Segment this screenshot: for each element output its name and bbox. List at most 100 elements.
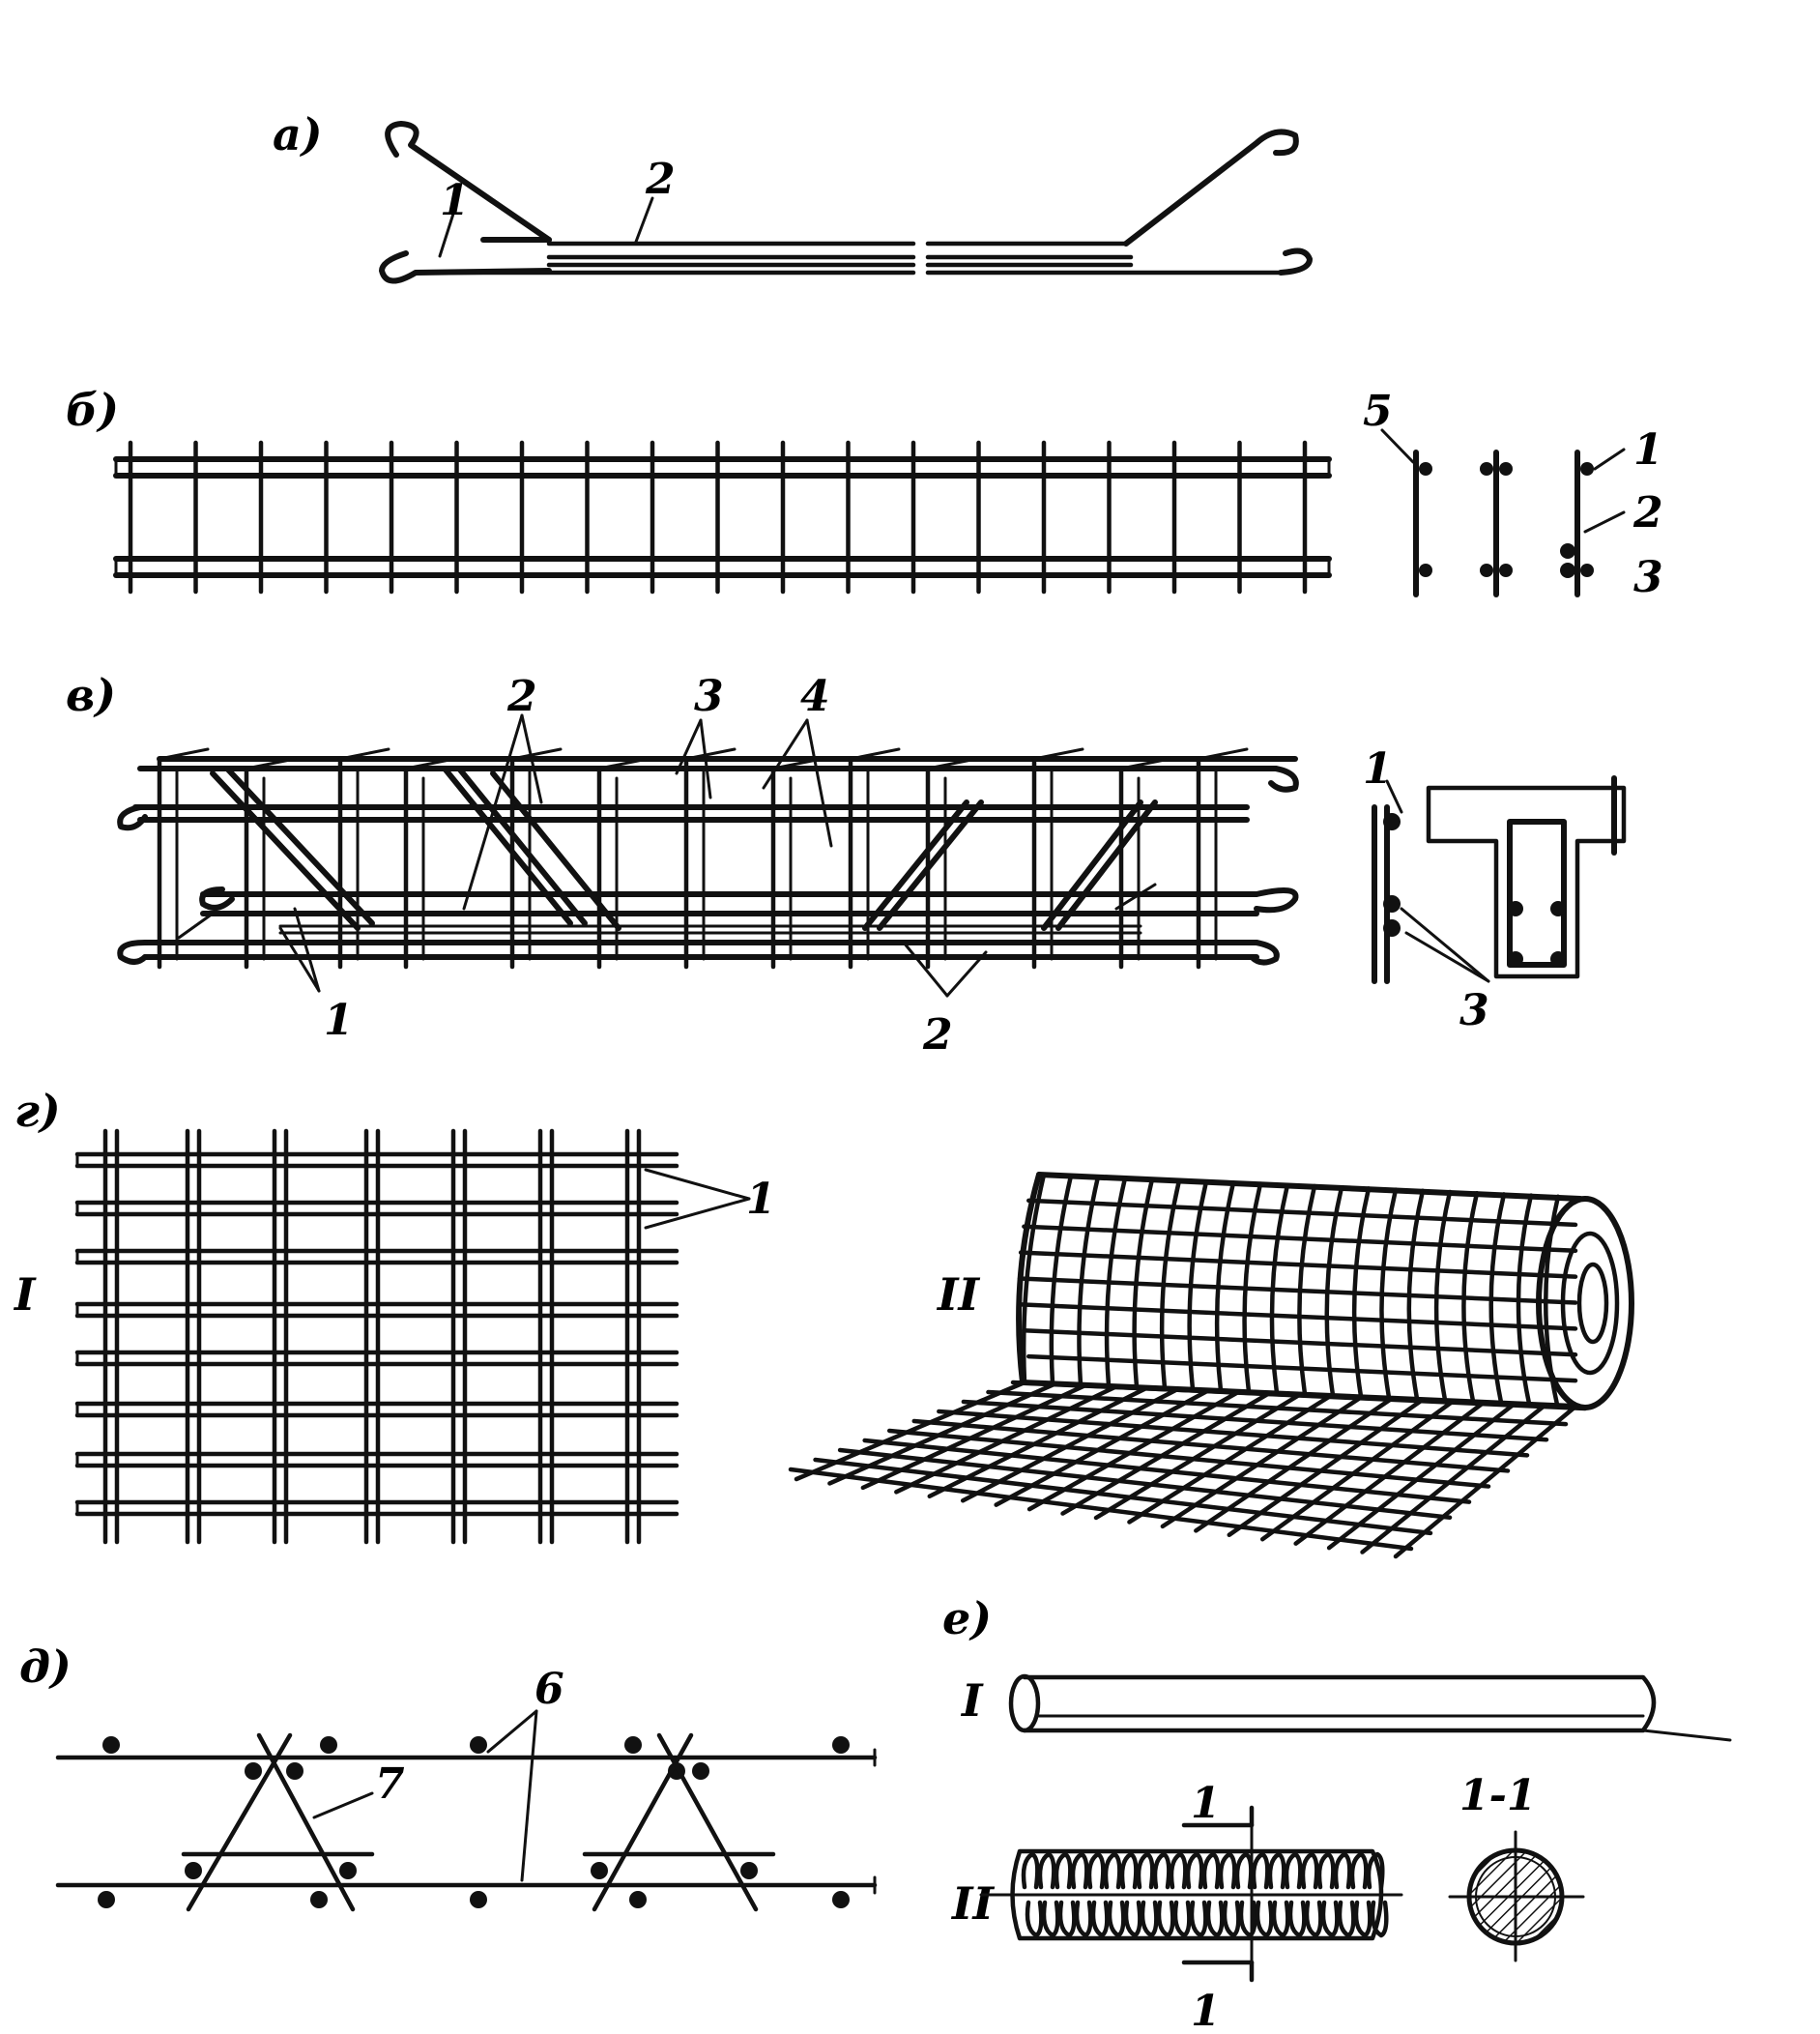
bar-rib (1320, 1900, 1340, 1938)
bar-rib (1156, 1900, 1175, 1938)
bar-rib (1201, 1851, 1221, 1890)
roll-mesh-wire (1022, 1328, 1578, 1357)
t-beam-stirrup (1507, 819, 1567, 968)
spacer-right (582, 1732, 776, 1912)
bar-rib (1234, 1851, 1254, 1890)
unrolled-mesh-wire (1194, 1396, 1395, 1533)
callout-v-1-bottom: 1 (324, 996, 354, 1045)
bar-rib (1251, 1851, 1270, 1890)
callout-d-6: 6 (534, 1665, 564, 1714)
ribbed-bar-label: II (950, 1877, 996, 1930)
roll-mesh-wire (1026, 1353, 1578, 1383)
bar-rib (1021, 1851, 1040, 1890)
bar-rib (1070, 1851, 1089, 1890)
bar-rib (1037, 1851, 1056, 1890)
callout-v-2-top: 2 (506, 672, 537, 721)
bar-rib (1337, 1900, 1356, 1938)
unrolled-mesh-wire (1293, 1400, 1487, 1546)
cage-stirrup-top (158, 747, 210, 761)
unrolled-mesh-wire (1326, 1401, 1517, 1551)
bar-rib (1136, 1851, 1155, 1890)
unrolled-mesh-wire (827, 1381, 1057, 1486)
roll-mesh-wire (1017, 1276, 1578, 1305)
section-title: 1-1 (1459, 1771, 1537, 1820)
ribbed-bar (979, 1825, 1403, 1964)
panel-g-label: г) (14, 1085, 61, 1137)
bar-rib (1090, 1900, 1110, 1938)
callout-v-section-1: 1 (1363, 744, 1393, 794)
bar-rib (1316, 1851, 1336, 1890)
section-mark-top: 1 (1191, 1779, 1221, 1828)
panel-a-label: а) (273, 108, 323, 160)
bar-rib (1353, 1900, 1372, 1938)
flat-mesh (74, 1128, 679, 1545)
mesh-flat-label: I (13, 1268, 37, 1321)
unrolled-mesh-wire (862, 1438, 1472, 1504)
unrolled-mesh-wire (1127, 1393, 1333, 1525)
unrolled-mesh-wire (894, 1383, 1119, 1495)
unrolled-mesh-wire (1026, 1389, 1241, 1512)
unrolled-mesh-wire (994, 1388, 1211, 1507)
unrolled-mesh-wire (1393, 1404, 1578, 1559)
cage-stirrup-top (510, 747, 563, 761)
callout-b-5: 5 (1363, 387, 1393, 436)
unrolled-mesh-wire (960, 1386, 1180, 1503)
cage-stirrup-top (597, 757, 650, 770)
panel-a-bent-bar: а) 1 2 (273, 108, 1313, 284)
bar-rib (1300, 1851, 1319, 1890)
bar-rib (1284, 1851, 1303, 1890)
callout-v-section-3: 3 (1459, 986, 1489, 1035)
smooth-bar (1008, 1673, 1732, 1742)
unrolled-mesh-wire (1227, 1397, 1425, 1538)
panel-e-bar-types: е) I II 1 1 1-1 (942, 1592, 1732, 2034)
panel-v-spatial-cage: в) (66, 669, 1627, 1060)
bar-rib (1140, 1900, 1159, 1938)
bar-rib (1287, 1900, 1307, 1938)
bar-rib (1218, 1851, 1237, 1890)
bar-rib (1057, 1900, 1077, 1938)
bar-rib (1103, 1851, 1122, 1890)
bar-rib (1086, 1851, 1106, 1890)
callout-a-1: 1 (440, 176, 470, 225)
bar-rib (1370, 1900, 1389, 1938)
callout-d-7: 7 (375, 1759, 405, 1809)
section-mark-bottom: 1 (1191, 1987, 1221, 2034)
mesh-roll-label: II (936, 1268, 981, 1321)
cage-cross-section: 1 3 (1363, 744, 1627, 1035)
callout-a-2: 2 (645, 155, 676, 204)
unrolled-mesh-wire (1160, 1395, 1364, 1529)
unrolled-mesh-wire (860, 1382, 1088, 1491)
callout-v-2-bottom: 2 (922, 1010, 953, 1060)
bar-rib (1255, 1900, 1274, 1938)
unrolled-mesh-wire (1093, 1392, 1303, 1521)
section-marker-bottom: 1 (1181, 1960, 1255, 2034)
roll-mesh-wire (1026, 1198, 1578, 1228)
cage-stirrup-top (1197, 747, 1249, 761)
unrolled-mesh-wire (788, 1467, 1414, 1552)
bar-rib (1123, 1900, 1142, 1938)
flat-frame-sections (1380, 428, 1626, 597)
bar-rib (1169, 1851, 1188, 1890)
bar-rib (1271, 1900, 1290, 1938)
unrolled-mesh-wire (886, 1428, 1491, 1489)
panel-d-label: д) (19, 1641, 72, 1693)
bar-rib (1025, 1900, 1044, 1938)
panel-b-flat-frame: б) (66, 384, 1663, 602)
panel-d-bar-spacers: д) (19, 1641, 878, 1912)
cage-stirrup-top (684, 747, 737, 761)
roll-mesh-wire (1018, 1250, 1578, 1279)
bar-rib (1205, 1900, 1225, 1938)
bar-rib (1041, 1900, 1060, 1938)
cage-stirrup-top (926, 757, 978, 770)
callout-v-4: 4 (800, 672, 830, 721)
cage-stirrup-top (338, 747, 390, 761)
callout-g-1: 1 (746, 1175, 776, 1224)
unrolled-mesh-wire (1060, 1390, 1272, 1516)
section-1-1: 1-1 (1448, 1771, 1585, 1962)
bar-rib (1304, 1900, 1323, 1938)
unrolled-mesh-wire (927, 1385, 1149, 1499)
bar-rib (1185, 1851, 1204, 1890)
bar-rib (1333, 1851, 1352, 1890)
callout-v-3: 3 (694, 672, 724, 721)
